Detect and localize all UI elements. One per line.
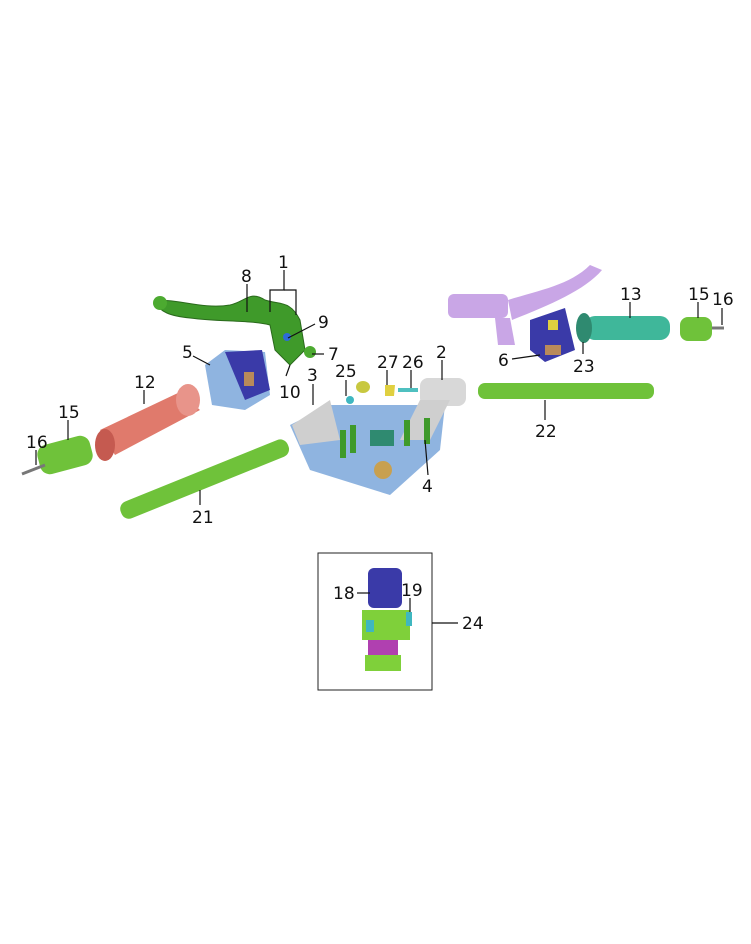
callout-15-left: 15 (58, 403, 80, 423)
callout-23: 23 (573, 357, 595, 377)
callout-4: 4 (422, 477, 433, 497)
callout-16-right: 16 (712, 290, 734, 310)
brake-master-cylinder (448, 265, 602, 345)
left-grip (95, 384, 200, 461)
callout-3: 3 (307, 366, 318, 386)
right-bar-end (680, 317, 724, 341)
callout-1: 1 (278, 253, 289, 273)
callout-5: 5 (182, 343, 193, 363)
callout-8: 8 (241, 267, 252, 287)
callout-19: 19 (401, 581, 423, 601)
callout-18: 18 (333, 584, 355, 604)
inset-box (317, 552, 433, 691)
callout-10: 10 (279, 383, 301, 403)
callout-6: 6 (498, 351, 509, 371)
callout-27: 27 (377, 353, 399, 373)
leader-lines (35, 270, 723, 624)
callout-15-right: 15 (688, 285, 710, 305)
callout-25: 25 (335, 362, 357, 382)
callout-26: 26 (402, 353, 424, 373)
inset-switch-assembly (362, 568, 412, 671)
left-handlebar (120, 439, 290, 519)
callout-labels: 1 8 9 7 10 5 12 15 16 21 3 25 27 26 2 4 … (26, 253, 734, 634)
callout-24: 24 (462, 614, 484, 634)
top-clamp (290, 378, 466, 495)
right-handlebar (478, 383, 654, 399)
left-switch-housing (205, 350, 270, 410)
callout-21: 21 (192, 508, 214, 528)
callout-22: 22 (535, 422, 557, 442)
callout-7: 7 (328, 345, 339, 365)
callout-9: 9 (318, 313, 329, 333)
left-bar-end (21, 435, 93, 476)
clutch-lever (153, 295, 316, 366)
right-switch-housing (530, 308, 575, 362)
callout-2: 2 (436, 343, 447, 363)
callout-12: 12 (134, 373, 156, 393)
callout-16-left: 16 (26, 433, 48, 453)
callout-13: 13 (620, 285, 642, 305)
throttle-grip (576, 313, 670, 343)
